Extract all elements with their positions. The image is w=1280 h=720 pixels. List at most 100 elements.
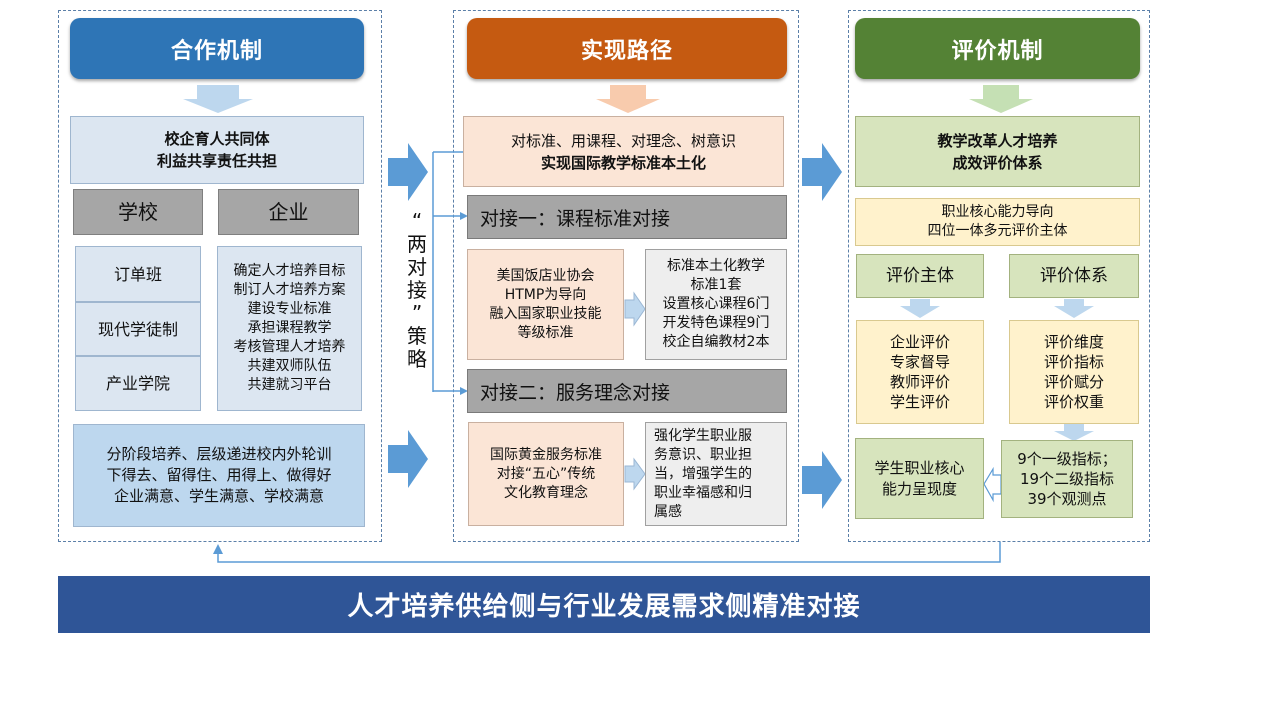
dock2-right-line: 属感 bbox=[654, 503, 682, 520]
enterprise-duty: 确定人才培养目标 bbox=[233, 263, 346, 279]
dock1-right-line: 校企自编教材2本 bbox=[662, 334, 770, 350]
dock2-right-line: 强化学生职业服 bbox=[654, 427, 752, 444]
dock1-right-line: 设置核心课程6门 bbox=[662, 296, 770, 312]
eval-indicators-box: 9个一级指标； 19个二级指标 39个观测点 bbox=[1001, 440, 1133, 518]
path-top-line: 实现国际教学标准本土化 bbox=[540, 153, 706, 172]
coop-community-box: 校企育人共同体 利益共享责任共担 bbox=[70, 116, 364, 184]
strategy-char: 两 bbox=[407, 232, 427, 256]
eval-outcome-box: 学生职业核心 能力呈现度 bbox=[855, 438, 984, 519]
strategy-char: 接 bbox=[407, 278, 427, 302]
small-right-arrow-icon bbox=[624, 291, 646, 327]
coop-bottom-line: 下得去、留得住、用得上、做得好 bbox=[106, 466, 332, 484]
dock2-left-line: 对接“五心”传统 bbox=[496, 465, 596, 482]
dock1-left: 美国饭店业协会 HTMP为导向 融入国家职业技能 等级标准 bbox=[467, 249, 624, 360]
dock2-right-line: 职业幸福感和归 bbox=[654, 484, 752, 501]
eval-sub-line: 四位一体多元评价主体 bbox=[927, 223, 1068, 239]
dock1-header: 对接一：课程标准对接 bbox=[467, 195, 787, 239]
eval-outcome-line: 学生职业核心 bbox=[874, 458, 965, 477]
coop-bottom-line: 企业满意、学生满意、学校满意 bbox=[113, 487, 324, 505]
dock2-right-line: 务意识、职业担 bbox=[654, 446, 752, 463]
eval-subject-items: 企业评价 专家督导 教师评价 学生评价 bbox=[856, 320, 984, 424]
enterprise-duty: 承担课程教学 bbox=[247, 320, 332, 336]
eval-sub-box: 职业核心能力导向 四位一体多元评价主体 bbox=[855, 198, 1140, 246]
coop-panel bbox=[58, 10, 382, 542]
path-top-line: 对标准、用课程、对理念、树意识 bbox=[510, 131, 736, 150]
eval-system-item: 评价指标 bbox=[1043, 353, 1104, 371]
down-arrow-icon bbox=[1054, 299, 1094, 318]
eval-subject-item: 专家督导 bbox=[889, 353, 950, 371]
eval-subject-item: 企业评价 bbox=[889, 333, 950, 351]
school-item: 订单班 bbox=[75, 246, 201, 302]
dock1-right-line: 标准1套 bbox=[690, 277, 742, 293]
dock2-left: 国际黄金服务标准 对接“五心”传统 文化教育理念 bbox=[468, 422, 624, 526]
down-arrow-icon bbox=[969, 85, 1033, 113]
eval-system-item: 评价赋分 bbox=[1043, 373, 1104, 391]
eval-subject-item: 学生评价 bbox=[889, 393, 950, 411]
eval-outcome-line: 能力呈现度 bbox=[881, 479, 957, 498]
enterprise-duty: 考核管理人才培养 bbox=[233, 339, 346, 355]
enterprise-duties: 确定人才培养目标 制订人才培养方案 建设专业标准 承担课程教学 考核管理人才培养… bbox=[217, 246, 362, 411]
enterprise-duty: 制订人才培养方案 bbox=[233, 282, 346, 298]
eval-indicator-line: 19个二级指标 bbox=[1019, 470, 1115, 488]
eval-indicator-line: 9个一级指标； bbox=[1017, 450, 1117, 468]
dock1-right: 标准本土化教学 标准1套 设置核心课程6门 开发特色课程9门 校企自编教材2本 bbox=[645, 249, 787, 360]
eval-subject-item: 教师评价 bbox=[889, 373, 950, 391]
dock1-left-line: HTMP为导向 bbox=[504, 286, 587, 303]
dock1-right-line: 标准本土化教学 bbox=[667, 258, 765, 274]
banner-text: 人才培养供给侧与行业发展需求侧精准对接 bbox=[347, 592, 861, 622]
bottom-banner: 人才培养供给侧与行业发展需求侧精准对接 bbox=[58, 576, 1150, 633]
down-arrow-icon bbox=[1054, 424, 1094, 441]
right-arrow-icon bbox=[802, 143, 842, 201]
strategy-text: “ 两 对 接 ” 策 略 bbox=[403, 210, 431, 380]
eval-indicator-line: 39个观测点 bbox=[1027, 490, 1107, 508]
coop-bottom-line: 分阶段培养、层级递进校内外轮训 bbox=[106, 445, 332, 463]
path-header: 实现路径 bbox=[467, 18, 787, 79]
right-arrow-icon bbox=[802, 451, 842, 509]
strategy-char: 对 bbox=[407, 255, 427, 279]
coop-community-line: 利益共享责任共担 bbox=[156, 152, 277, 170]
school-label: 学校 bbox=[73, 189, 203, 235]
right-arrow-icon bbox=[388, 143, 428, 201]
eval-system-label: 评价体系 bbox=[1009, 254, 1139, 298]
dock1-left-line: 融入国家职业技能 bbox=[489, 305, 602, 322]
dock2-right-line: 当，增强学生的 bbox=[654, 465, 752, 482]
left-arrow-icon bbox=[983, 466, 1002, 503]
eval-top-line: 教学改革人才培养 bbox=[937, 131, 1058, 150]
eval-system-item: 评价维度 bbox=[1043, 333, 1104, 351]
strategy-char: 略 bbox=[407, 347, 427, 371]
strategy-char: ” bbox=[411, 301, 423, 325]
dock2-left-line: 国际黄金服务标准 bbox=[490, 446, 602, 463]
dock2-header: 对接二：服务理念对接 bbox=[467, 369, 787, 413]
dock1-left-line: 美国饭店业协会 bbox=[496, 267, 595, 284]
school-item: 现代学徒制 bbox=[75, 302, 201, 356]
small-right-arrow-icon bbox=[624, 457, 646, 491]
dock1-right-line: 开发特色课程9门 bbox=[662, 315, 770, 331]
eval-system-items: 评价维度 评价指标 评价赋分 评价权重 bbox=[1009, 320, 1139, 424]
eval-top-line: 成效评价体系 bbox=[952, 153, 1043, 172]
eval-header: 评价机制 bbox=[855, 18, 1140, 79]
eval-panel bbox=[848, 10, 1150, 542]
down-arrow-icon bbox=[596, 85, 660, 113]
down-arrow-icon bbox=[183, 85, 253, 113]
coop-community-line: 校企育人共同体 bbox=[164, 130, 270, 148]
path-top-box: 对标准、用课程、对理念、树意识 实现国际教学标准本土化 bbox=[463, 116, 784, 187]
school-item: 产业学院 bbox=[75, 356, 201, 411]
coop-header: 合作机制 bbox=[70, 18, 364, 79]
eval-system-item: 评价权重 bbox=[1043, 393, 1104, 411]
down-arrow-icon bbox=[900, 299, 940, 318]
enterprise-duty: 共建双师队伍 bbox=[247, 358, 332, 374]
path-panel bbox=[453, 10, 799, 542]
enterprise-duty: 建设专业标准 bbox=[247, 301, 332, 317]
eval-subject-label: 评价主体 bbox=[856, 254, 984, 298]
dock1-left-line: 等级标准 bbox=[517, 324, 574, 341]
right-arrow-icon bbox=[388, 430, 428, 488]
coop-bottom-box: 分阶段培养、层级递进校内外轮训 下得去、留得住、用得上、做得好 企业满意、学生满… bbox=[73, 424, 365, 527]
dock2-right: 强化学生职业服 务意识、职业担 当，增强学生的 职业幸福感和归 属感 bbox=[645, 422, 787, 526]
strategy-char: 策 bbox=[407, 324, 427, 348]
strategy-char: “ bbox=[411, 209, 423, 233]
enterprise-duty: 共建就习平台 bbox=[247, 377, 332, 393]
enterprise-label: 企业 bbox=[218, 189, 359, 235]
eval-sub-line: 职业核心能力导向 bbox=[941, 204, 1054, 220]
dock2-left-line: 文化教育理念 bbox=[504, 484, 588, 501]
